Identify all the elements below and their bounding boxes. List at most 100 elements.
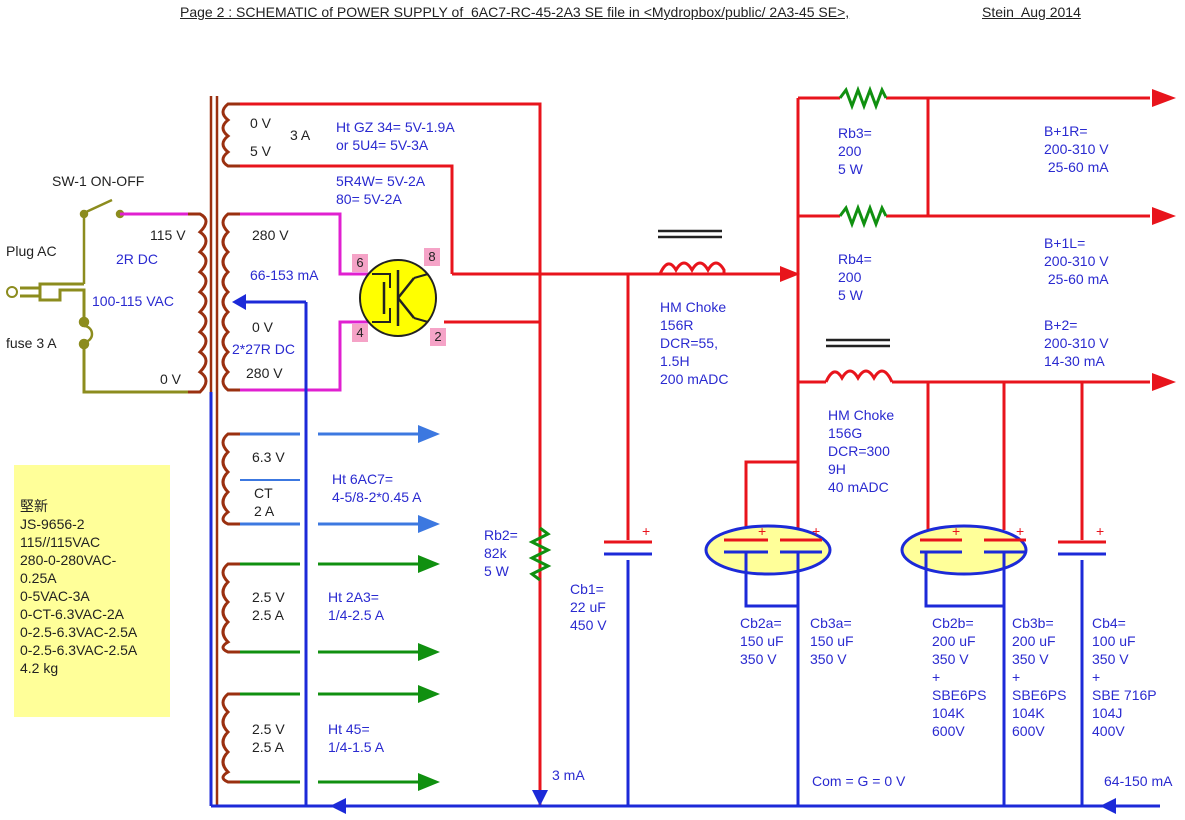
cb4-4: + (1092, 669, 1101, 685)
cb1-3: 450 V (570, 617, 607, 633)
h1-2a: 2 A (254, 503, 275, 519)
cb4-1: Cb4= (1092, 615, 1126, 631)
rb3-1: Rb3= (838, 125, 872, 141)
switch-sw1-icon (79, 198, 125, 284)
choke1-2: 156R (660, 317, 694, 333)
cb3b-3: 350 V (1012, 651, 1049, 667)
choke1-5: 200 mADC (660, 371, 729, 387)
ground-return-arrow-head (330, 798, 346, 814)
h3-v: 2.5 V (252, 721, 285, 737)
b1r-2: 200-310 V (1044, 141, 1109, 157)
ct-arrow-head (232, 294, 246, 310)
svg-text:+: + (952, 523, 960, 539)
b1l-2: 200-310 V (1044, 253, 1109, 269)
cb4-7: 400V (1092, 723, 1125, 739)
svg-text:+: + (1096, 523, 1104, 539)
svg-text:+: + (642, 523, 650, 539)
cap-plus-marks: ++ ++ + (758, 523, 1104, 539)
rb2-1: Rb2= (484, 527, 518, 543)
b2-3: 14-30 mA (1044, 353, 1105, 369)
spec-line: 280-0-280VAC- (20, 552, 117, 568)
primary-0v: 0 V (160, 371, 182, 387)
primary-115v: 115 V (150, 227, 186, 243)
rb3-3: 5 W (838, 161, 863, 177)
total-current: 64-150 mA (1104, 773, 1173, 789)
pin-4: 4 (352, 324, 368, 342)
hv-magenta-wiring (240, 212, 372, 392)
b2-1: B+2= (1044, 317, 1078, 333)
spec-line: 0-2.5-6.3VAC-2.5A (20, 624, 138, 640)
rb4-3: 5 W (838, 287, 863, 303)
choke1-1: HM Choke (660, 299, 727, 315)
heater-arrows-6ac7 (240, 425, 440, 533)
b2-2: 200-310 V (1044, 335, 1109, 351)
primary-winding-icon (188, 212, 208, 394)
transformer-spec-box: 堅新 JS-9656-2 115//115VAC 280-0-280VAC- 0… (14, 465, 170, 717)
cap-cb1-icon: + (604, 523, 652, 556)
cb2a-2: 150 uF (740, 633, 784, 649)
cb2b-1: Cb2b= (932, 615, 974, 631)
h1-ct: CT (254, 485, 273, 501)
rectifier-tube-icon (359, 259, 437, 337)
cb4-3: 350 V (1092, 651, 1129, 667)
cap-can-internals (724, 538, 1106, 582)
output-resistors-icon (838, 85, 888, 229)
h2-a: 2.5 A (252, 607, 284, 623)
cb2b-2: 200 uF (932, 633, 976, 649)
b1l-1: B+1L= (1044, 235, 1086, 251)
choke2-3: DCR=300 (828, 443, 890, 459)
hv-distribution (626, 96, 1150, 540)
pin-8: 8 (424, 248, 440, 266)
bleed-current: 3 mA (552, 767, 585, 783)
rb2-2: 82k (484, 545, 507, 561)
b1r-3: 25-60 mA (1044, 159, 1109, 175)
b1l-3: 25-60 mA (1044, 271, 1109, 287)
rect-note-4: 80= 5V-2A (336, 191, 402, 207)
rb4-2: 200 (838, 269, 862, 285)
cb4-5: SBE 716P (1092, 687, 1157, 703)
rect-note-3: 5R4W= 5V-2A (336, 173, 426, 189)
cb3b-7: 600V (1012, 723, 1045, 739)
primary-wiring (20, 282, 188, 394)
page-title: Page 2 : SCHEMATIC of POWER SUPPLY of 6A… (180, 4, 850, 20)
spec-line: 0-2.5-6.3VAC-2.5A (20, 642, 138, 658)
h3-desc-1: Ht 45= (328, 721, 370, 737)
pin-2: 2 (430, 328, 446, 346)
cap-cb2b-cb3b-can (900, 524, 1028, 576)
b1r-1: B+1R= (1044, 123, 1088, 139)
spec-line: 0-CT-6.3VAC-2A (20, 606, 124, 622)
primary-vac: 100-115 VAC (92, 293, 174, 309)
cb1-1: Cb1= (570, 581, 604, 597)
plug-ac-icon (6, 286, 18, 298)
primary-dcr: 2R DC (116, 251, 159, 267)
hv-0v: 0 V (252, 319, 274, 335)
rb2-resistor-icon (528, 526, 552, 582)
rect-note-2: or 5U4= 5V-3A (336, 137, 429, 153)
h1-desc-2: 4-5/8-2*0.45 A (332, 489, 422, 505)
choke1-4: 1.5H (660, 353, 690, 369)
total-arrow-head (1100, 798, 1116, 814)
svg-text:+: + (1016, 523, 1024, 539)
hv-dcr: 2*27R DC (232, 341, 296, 357)
h1-desc-1: Ht 6AC7= (332, 471, 394, 487)
rect-note-1: Ht GZ 34= 5V-1.9A (336, 119, 455, 135)
choke1-3: DCR=55, (660, 335, 718, 351)
choke2-1: HM Choke (828, 407, 895, 423)
cb2b-5: SBE6PS (932, 687, 987, 703)
w1-0v: 0 V (250, 115, 272, 131)
heater-arrows-2a3-45 (240, 555, 440, 791)
spec-line: 堅新 (20, 498, 48, 514)
spec-line: JS-9656-2 (20, 516, 85, 532)
cb3b-1: Cb3b= (1012, 615, 1054, 631)
cb3a-3: 350 V (810, 651, 847, 667)
switch-label: SW-1 ON-OFF (52, 173, 145, 189)
h2-v: 2.5 V (252, 589, 285, 605)
cb4-6: 104J (1092, 705, 1123, 721)
common-ground: Com = G = 0 V (812, 773, 906, 789)
author-date: Stein Aug 2014 (982, 4, 1081, 20)
spec-line: 4.2 kg (20, 660, 59, 676)
h1-63v: 6.3 V (252, 449, 285, 465)
plug-label: Plug AC (6, 243, 57, 259)
svg-text:+: + (812, 523, 820, 539)
h3-desc-2: 1/4-1.5 A (328, 739, 385, 755)
